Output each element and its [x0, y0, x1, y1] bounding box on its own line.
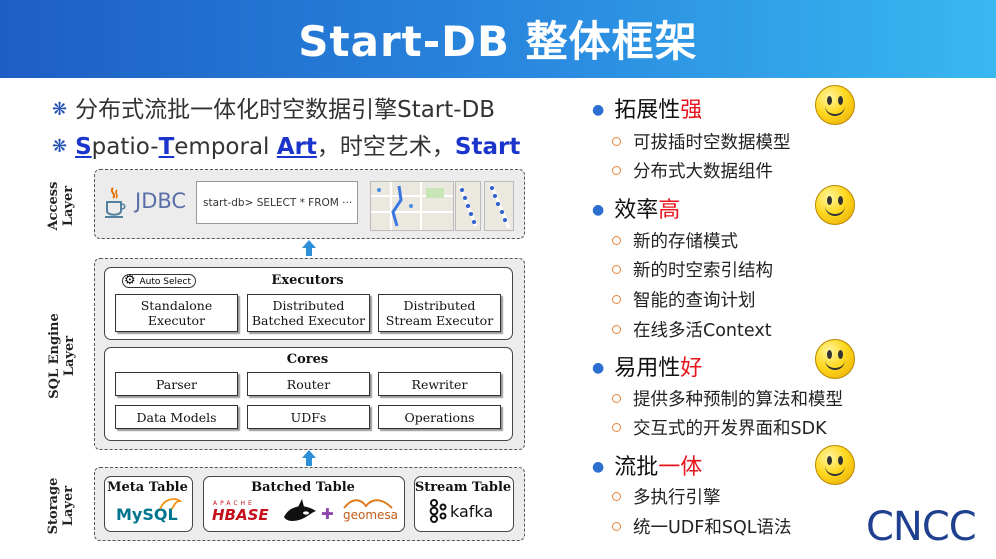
jdbc-label: JDBC [135, 189, 187, 213]
hbase-logo: HBASE [212, 506, 269, 524]
dolphin-icon [158, 496, 183, 510]
sql-console-preview: start-db> SELECT * FROM ··· [196, 181, 358, 224]
circle-bullet-icon [612, 394, 621, 403]
storage-layer-label: Storage Layer [46, 477, 76, 535]
core-parser: Parser [115, 372, 238, 396]
smiley-icon [815, 85, 855, 125]
feature-heading-efficiency: ●效率高 [592, 198, 681, 223]
batched-table-title: Batched Table [251, 480, 355, 495]
feature-heading-stream-batch: ●流批一体 [592, 455, 703, 480]
geomesa-wave-icon [340, 495, 396, 509]
meta-table-panel [104, 476, 193, 532]
feature-item: 分布式大数据组件 [612, 158, 773, 183]
circle-bullet-icon [612, 295, 621, 304]
map-thumbnail [455, 181, 481, 231]
bullet-dot-icon: ● [592, 459, 605, 475]
bullet-dot-icon: ● [592, 102, 605, 118]
executors-title: Executors [271, 273, 344, 288]
page-title: Start-DB 整体框架 [298, 17, 698, 66]
circle-bullet-icon [612, 236, 621, 245]
mysql-logo: MySQL [116, 505, 178, 524]
map-thumbnail [484, 181, 514, 231]
circle-bullet-icon [612, 522, 621, 531]
map-thumbnail [370, 181, 454, 231]
orca-icon [282, 499, 318, 525]
apache-label: APACHE [213, 500, 255, 507]
kafka-logo: kafka [450, 502, 494, 521]
access-layer-label: Access Layer [46, 181, 76, 231]
lead-line-2: ❋Spatio-Temporal Art，时空艺术，Start [52, 134, 521, 160]
feature-heading-extensibility: ●拓展性强 [592, 98, 703, 123]
snowflake-bullet-icon: ❋ [52, 99, 68, 120]
feature-item: 新的存储模式 [612, 228, 738, 253]
standalone-executor: Standalone Executor [115, 294, 238, 332]
title-banner [0, 0, 996, 78]
kafka-icon [427, 499, 447, 523]
circle-bullet-icon [612, 137, 621, 146]
up-arrow-icon [302, 450, 316, 466]
core-udfs: UDFs [247, 405, 370, 429]
smiley-icon [815, 185, 855, 225]
core-rewriter: Rewriter [378, 372, 501, 396]
java-cup-icon [104, 186, 126, 220]
batched-table-panel [203, 476, 405, 532]
lead-line-1: ❋分布式流批一体化时空数据引擎Start-DB [52, 97, 496, 123]
plus-icon: ✚ [321, 505, 334, 523]
geomesa-logo: geomesa [343, 508, 399, 522]
feature-item: 智能的查询计划 [612, 287, 756, 312]
bullet-dot-icon: ● [592, 360, 605, 376]
circle-bullet-icon [612, 166, 621, 175]
bullet-dot-icon: ● [592, 202, 605, 218]
gear-icon: ⚙ [124, 273, 136, 288]
feature-item: 在线多活Context [612, 317, 772, 342]
cores-title: Cores [286, 352, 329, 367]
snowflake-bullet-icon: ❋ [52, 136, 68, 157]
core-router: Router [247, 372, 370, 396]
feature-item: 新的时空索引结构 [612, 257, 773, 282]
stream-table-title: Stream Table [414, 480, 512, 495]
circle-bullet-icon [612, 325, 621, 334]
feature-item: 提供多种预制的算法和模型 [612, 386, 843, 411]
cncc-logo: CNCC [866, 504, 977, 550]
smiley-icon [815, 339, 855, 379]
auto-select-badge: ⚙Auto Select [122, 274, 196, 288]
smiley-icon [815, 445, 855, 485]
core-operations: Operations [378, 405, 501, 429]
circle-bullet-icon [612, 265, 621, 274]
feature-item: 多执行引擎 [612, 484, 721, 509]
distributed-stream-executor: Distributed Stream Executor [378, 294, 501, 332]
circle-bullet-icon [612, 423, 621, 432]
distributed-batched-executor: Distributed Batched Executor [247, 294, 370, 332]
up-arrow-icon [302, 240, 316, 256]
feature-item: 可拔插时空数据模型 [612, 129, 791, 154]
feature-heading-usability: ●易用性好 [592, 356, 703, 381]
meta-table-title: Meta Table [107, 480, 188, 495]
feature-item: 统一UDF和SQL语法 [612, 514, 791, 539]
core-data-models: Data Models [115, 405, 238, 429]
sql-engine-layer-label: SQL Engine Layer [47, 313, 77, 399]
feature-item: 交互式的开发界面和SDK [612, 415, 827, 440]
circle-bullet-icon [612, 492, 621, 501]
